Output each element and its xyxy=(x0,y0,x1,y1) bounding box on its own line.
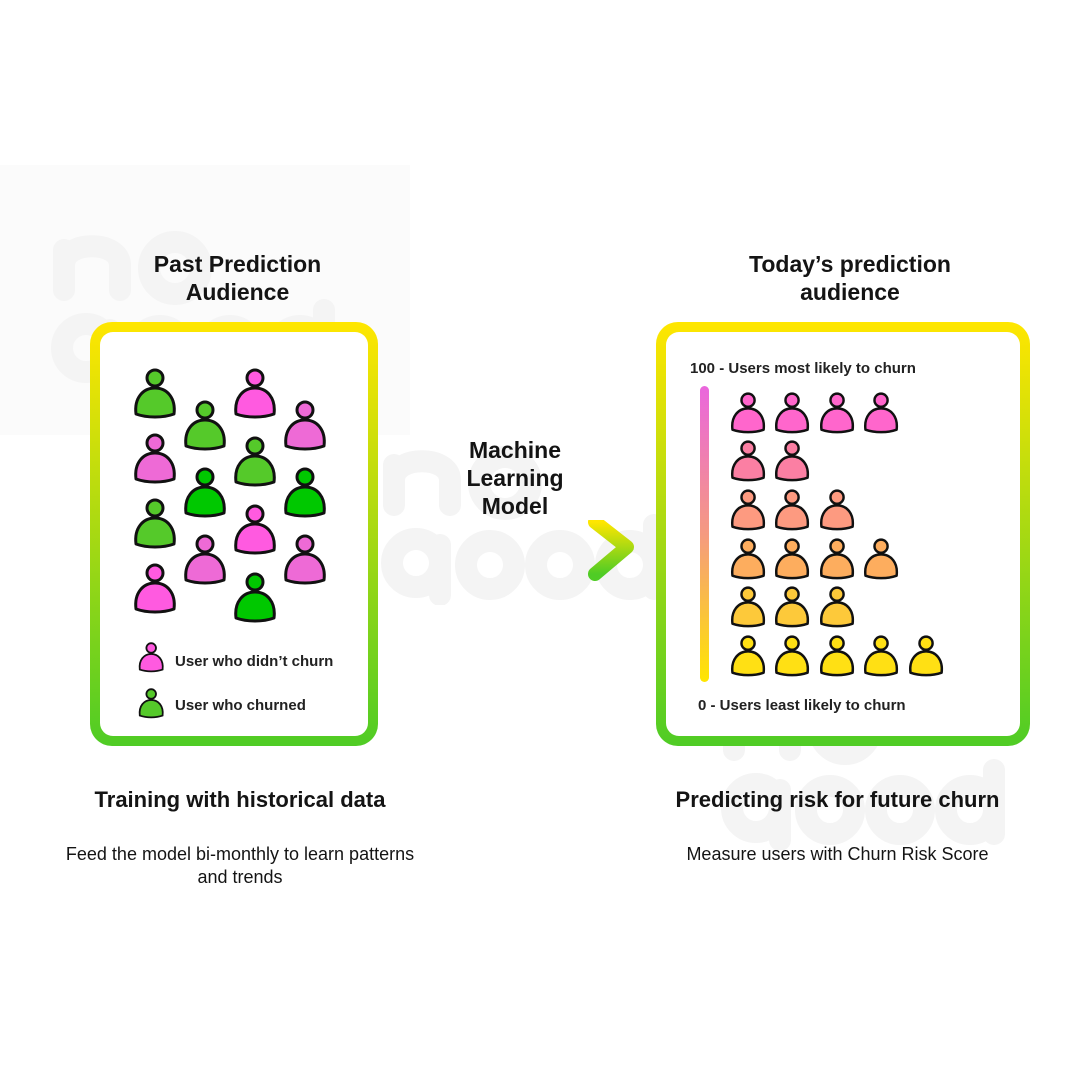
user-icon xyxy=(184,467,226,518)
user-icon xyxy=(774,440,810,482)
legend-user-icon xyxy=(138,688,164,719)
left-description: Feed the model bi-monthly to learn patte… xyxy=(65,844,415,887)
legend-label-not-churned: User who didn’t churn xyxy=(175,653,334,670)
user-icon xyxy=(134,498,176,549)
user-icon xyxy=(730,635,766,677)
user-icon xyxy=(819,489,855,531)
user-icon xyxy=(234,504,276,555)
user-icon xyxy=(819,586,855,628)
user-icon xyxy=(284,534,326,585)
user-icon xyxy=(730,440,766,482)
scale-top-label: 100 - Users most likely to churn xyxy=(690,360,916,377)
left-title: Past Prediction Audience xyxy=(153,251,322,305)
right-caption: Predicting risk for future churn xyxy=(675,787,1000,812)
user-icon xyxy=(819,635,855,677)
user-icon xyxy=(863,392,899,434)
legend-label-churned: User who churned xyxy=(175,697,306,714)
user-icon xyxy=(284,400,326,451)
risk-scale-bar xyxy=(700,386,709,682)
right-title: Today’s prediction audience xyxy=(749,251,951,305)
user-icon xyxy=(730,392,766,434)
right-description: Measure users with Churn Risk Score xyxy=(686,844,989,864)
user-icon xyxy=(774,586,810,628)
user-icon xyxy=(730,538,766,579)
user-icon xyxy=(863,538,899,579)
arrow-right-icon xyxy=(396,520,634,581)
user-icon xyxy=(774,392,810,434)
user-icon xyxy=(908,635,944,677)
user-icon xyxy=(774,538,810,579)
user-icon xyxy=(774,635,810,677)
ml-model-label: Machine Learning Model xyxy=(466,437,564,519)
user-icon xyxy=(134,368,176,419)
user-icon xyxy=(234,368,276,419)
user-icon xyxy=(134,433,176,484)
user-icon xyxy=(184,534,226,585)
user-icon xyxy=(234,436,276,487)
user-icon xyxy=(819,538,855,579)
user-icon xyxy=(184,400,226,451)
scale-bottom-label: 0 - Users least likely to churn xyxy=(698,697,906,714)
user-icon xyxy=(134,563,176,614)
user-icon xyxy=(863,635,899,677)
user-icon xyxy=(774,489,810,531)
legend-user-icon xyxy=(138,642,164,673)
left-caption: Training with historical data xyxy=(94,787,386,812)
today-audience-box xyxy=(656,322,1030,746)
user-icon xyxy=(234,572,276,623)
user-icon xyxy=(730,489,766,531)
user-icon xyxy=(730,586,766,628)
user-icon xyxy=(819,392,855,434)
user-icon xyxy=(284,467,326,518)
